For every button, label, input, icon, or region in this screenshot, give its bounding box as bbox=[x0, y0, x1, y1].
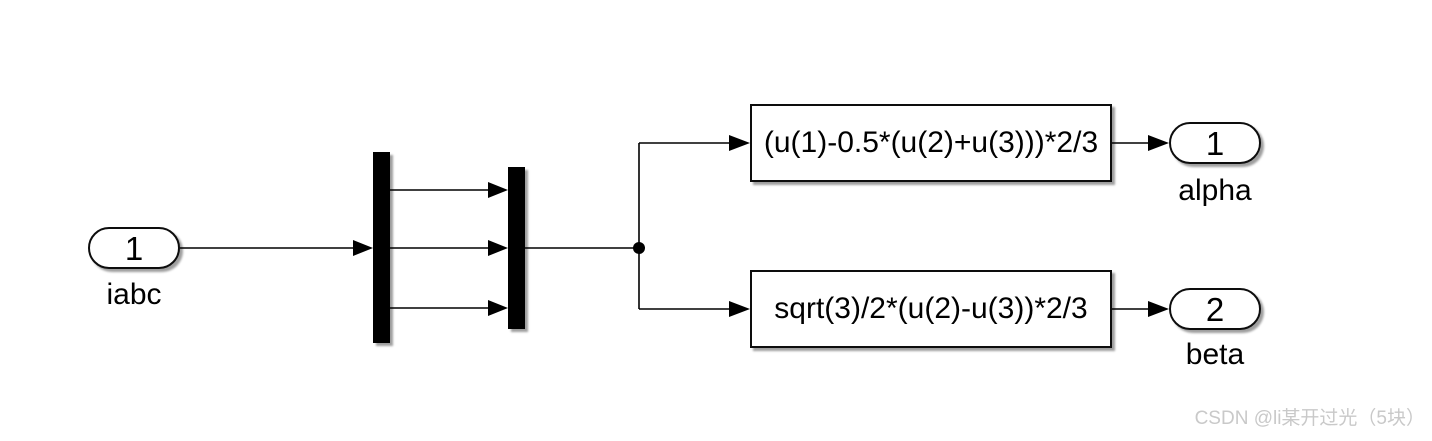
arrowhead-icon bbox=[488, 240, 508, 256]
fcn-block-alpha[interactable]: (u(1)-0.5*(u(2)+u(3)))*2/3 bbox=[750, 104, 1112, 182]
inport-block-iabc[interactable]: 1 bbox=[88, 227, 180, 269]
fcn-block-beta[interactable]: sqrt(3)/2*(u(2)-u(3))*2/3 bbox=[750, 270, 1112, 348]
wire-iabc-to-demux[interactable] bbox=[180, 240, 373, 256]
wire-fcn1-to-alpha[interactable] bbox=[1112, 135, 1169, 151]
wire-demux-to-mux-1[interactable] bbox=[390, 182, 508, 198]
arrowhead-icon bbox=[353, 240, 373, 256]
mux-block[interactable] bbox=[508, 167, 525, 329]
wire-demux-to-mux-2[interactable] bbox=[390, 240, 508, 256]
fcn-alpha-expression: (u(1)-0.5*(u(2)+u(3)))*2/3 bbox=[763, 126, 1099, 159]
outport-block-beta[interactable]: 2 bbox=[1169, 288, 1261, 330]
branch-point-dot bbox=[633, 242, 645, 254]
arrowhead-icon bbox=[1148, 135, 1169, 151]
outport-label-alpha: alpha bbox=[1178, 174, 1252, 207]
arrowhead-icon bbox=[488, 182, 508, 198]
arrowhead-icon bbox=[1148, 301, 1169, 317]
outport-alpha-number: 1 bbox=[1205, 124, 1225, 162]
arrowhead-icon bbox=[729, 135, 750, 151]
outport-block-alpha[interactable]: 1 bbox=[1169, 122, 1261, 164]
wire-mux-to-fcn-branch[interactable] bbox=[525, 135, 750, 317]
wire-fcn2-to-beta[interactable] bbox=[1112, 301, 1169, 317]
fcn-beta-expression: sqrt(3)/2*(u(2)-u(3))*2/3 bbox=[774, 292, 1088, 325]
wire-demux-to-mux-3[interactable] bbox=[390, 300, 508, 316]
arrowhead-icon bbox=[488, 300, 508, 316]
arrowhead-icon bbox=[729, 301, 750, 317]
inport-number: 1 bbox=[124, 229, 144, 267]
demux-block[interactable] bbox=[373, 152, 390, 343]
outport-label-beta: beta bbox=[1185, 338, 1245, 371]
inport-label-iabc: iabc bbox=[106, 278, 162, 311]
csdn-watermark: CSDN @li某开过光（5块） bbox=[1194, 408, 1425, 429]
outport-beta-number: 2 bbox=[1205, 290, 1225, 328]
